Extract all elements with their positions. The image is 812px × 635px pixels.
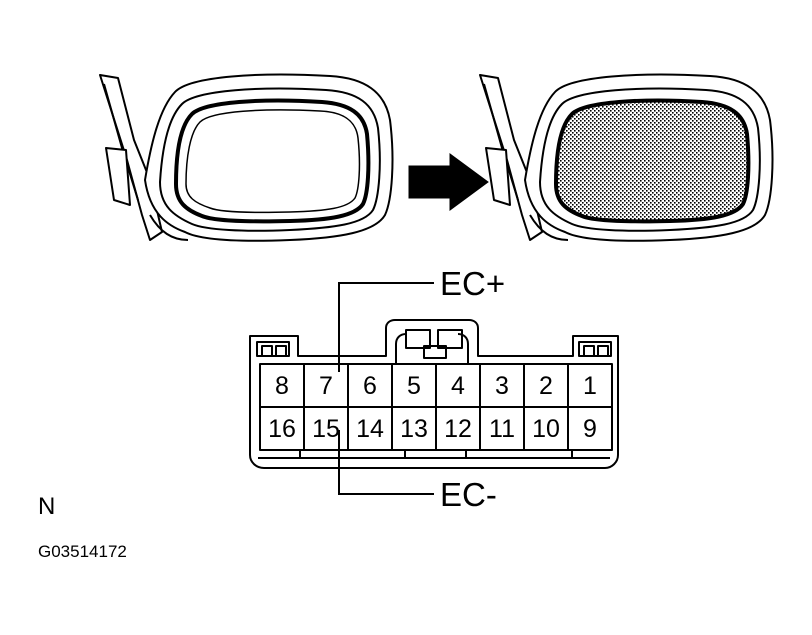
figure-code: G03514172	[38, 542, 127, 561]
mirror-after	[479, 73, 774, 242]
pin-8: 8	[275, 372, 289, 400]
pin-11: 11	[489, 415, 515, 443]
connector-housing	[249, 319, 619, 469]
pin-5: 5	[407, 372, 421, 400]
pin-10: 10	[532, 415, 560, 443]
arrow-right-icon	[408, 153, 489, 211]
pin-12: 12	[444, 415, 472, 443]
pin-1: 1	[583, 372, 597, 400]
pin-9: 9	[583, 415, 597, 443]
pin-2: 2	[539, 372, 553, 400]
pin-4: 4	[451, 372, 465, 400]
pin-13: 13	[400, 415, 428, 443]
ec-plus-leader	[338, 282, 434, 372]
corner-mark: N	[38, 493, 55, 520]
ec-minus-leader	[338, 430, 434, 495]
connector-top-row: 8 7 6 5 4 3 2 1	[275, 372, 597, 400]
connector-bottom-row: 16 15 14 13 12 11 10 9	[268, 415, 597, 443]
pin-15: 15	[312, 415, 340, 443]
ec-plus-label: EC+	[440, 265, 505, 302]
pin-7: 7	[319, 372, 333, 400]
mirror-before	[99, 73, 394, 242]
ec-minus-label: EC-	[440, 476, 497, 513]
pin-3: 3	[495, 372, 509, 400]
pin-16: 16	[268, 415, 296, 443]
pin-6: 6	[363, 372, 377, 400]
pin-14: 14	[356, 415, 384, 443]
